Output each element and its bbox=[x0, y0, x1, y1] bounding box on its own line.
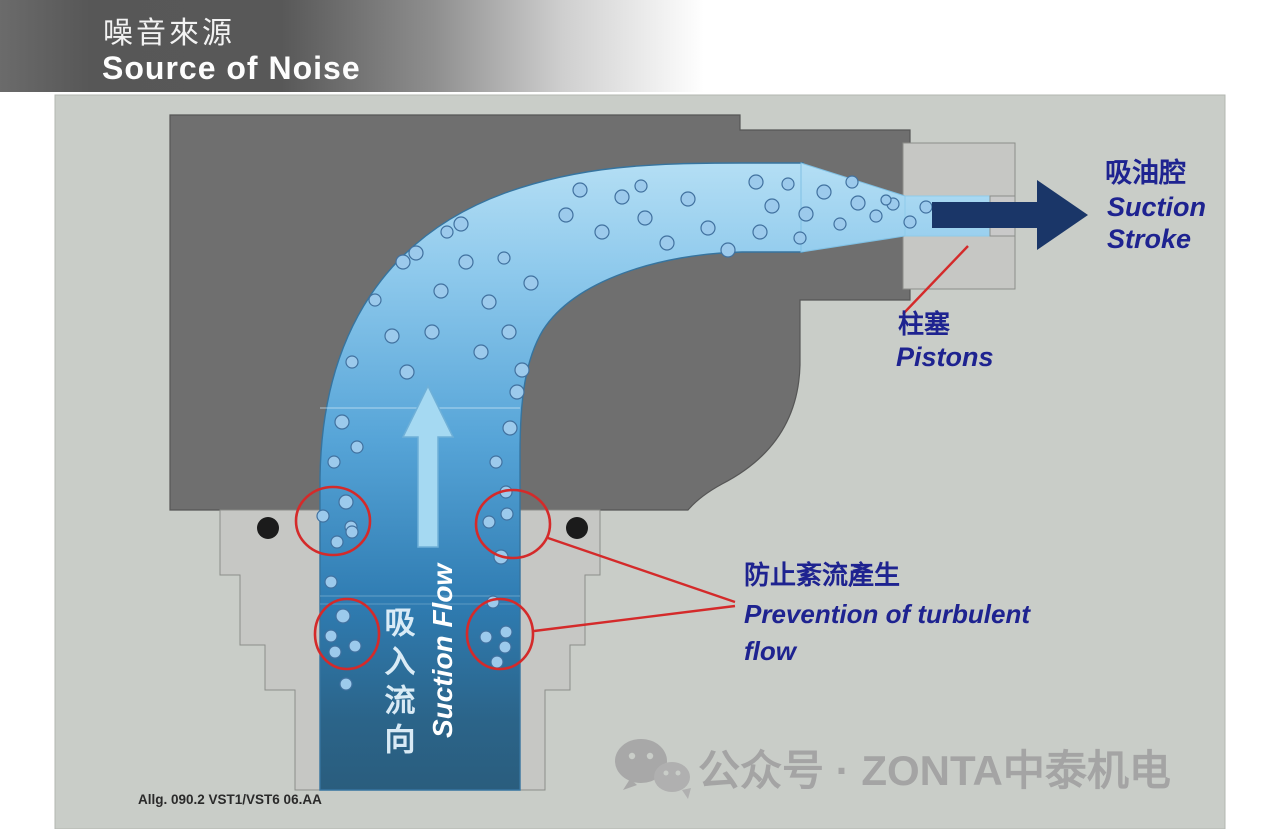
piston-sleeve-top bbox=[902, 142, 1016, 197]
suction-flow-label-en: Suction Flow bbox=[427, 562, 458, 738]
bubble bbox=[324, 629, 338, 643]
watermark-text: 公众号 · ZONTA中泰机电 bbox=[698, 747, 1171, 794]
bubble bbox=[339, 677, 353, 691]
suction-stroke-label-line1: Suction bbox=[1107, 192, 1206, 222]
bubble bbox=[338, 494, 354, 510]
highlight-circle-bottom-right bbox=[465, 597, 535, 671]
turbulence-label-zh: 防止紊流產生 bbox=[744, 560, 900, 590]
bubble bbox=[781, 177, 795, 191]
bubble bbox=[481, 294, 497, 310]
bubble bbox=[458, 254, 474, 270]
bubble bbox=[328, 645, 342, 659]
bubble bbox=[680, 191, 696, 207]
suction-channel bbox=[319, 162, 804, 791]
bubble bbox=[634, 179, 648, 193]
bubble bbox=[509, 384, 525, 400]
bubble bbox=[869, 209, 883, 223]
bubble bbox=[850, 195, 866, 211]
slide-header: 噪音來源 Source of Noise bbox=[0, 0, 1280, 92]
bubble bbox=[324, 575, 338, 589]
bubble bbox=[594, 224, 610, 240]
slide-title-zh: 噪音來源 bbox=[103, 16, 235, 51]
bubble bbox=[499, 625, 513, 639]
bubble bbox=[903, 215, 917, 229]
doc-reference: Allg. 090.2 VST1/VST6 06.AA bbox=[138, 792, 322, 807]
highlight-circle-bottom-left bbox=[313, 597, 381, 671]
bubble bbox=[453, 216, 469, 232]
bubble bbox=[350, 440, 364, 454]
suction-stroke-arrow bbox=[932, 180, 1088, 250]
bubble bbox=[384, 328, 400, 344]
bubble bbox=[501, 324, 517, 340]
bubble bbox=[764, 198, 780, 214]
bubble bbox=[752, 224, 768, 240]
flow-bubbles bbox=[316, 174, 965, 691]
pistons-label-en: Pistons bbox=[896, 342, 994, 372]
turbulence-label-en-line1: Prevention of turbulent bbox=[744, 599, 1031, 629]
suction-chamber-label-zh: 吸油腔 bbox=[1105, 158, 1186, 188]
piston-sleeve-bottom bbox=[902, 235, 1016, 290]
bubble bbox=[482, 515, 496, 529]
bubble bbox=[558, 207, 574, 223]
bubble bbox=[345, 355, 359, 369]
bubble bbox=[335, 608, 351, 624]
bubble bbox=[919, 200, 933, 214]
bubble bbox=[845, 175, 859, 189]
bubble bbox=[514, 362, 530, 378]
suction-stroke-label-line2: Stroke bbox=[1107, 224, 1191, 254]
leader-line-piston bbox=[902, 245, 969, 315]
bubble bbox=[348, 639, 362, 653]
bubble bbox=[408, 245, 424, 261]
slide-title-en: Source of Noise bbox=[102, 50, 361, 86]
bubble bbox=[833, 217, 847, 231]
bubble bbox=[334, 414, 350, 430]
bubble bbox=[327, 455, 341, 469]
bubble bbox=[433, 283, 449, 299]
bubble bbox=[497, 251, 511, 265]
bubble bbox=[473, 344, 489, 360]
bubble bbox=[490, 655, 504, 669]
bubble bbox=[500, 507, 514, 521]
flow-direction-arrow-up bbox=[401, 384, 455, 548]
highlight-circle-top-left bbox=[294, 485, 372, 557]
bubble bbox=[395, 254, 411, 270]
bubble bbox=[502, 420, 518, 436]
suction-flow-label-zh: 吸入流向 bbox=[380, 606, 416, 762]
bubble bbox=[479, 630, 493, 644]
bubble bbox=[659, 235, 675, 251]
bubble bbox=[498, 640, 512, 654]
bubble bbox=[637, 210, 653, 226]
bubble bbox=[572, 182, 588, 198]
bubble bbox=[399, 364, 415, 380]
bubble bbox=[798, 206, 814, 222]
bubble bbox=[748, 174, 764, 190]
leader-line-turbulence-1 bbox=[547, 536, 736, 604]
o-ring-right bbox=[566, 517, 588, 539]
bubble bbox=[614, 189, 630, 205]
bubble bbox=[345, 525, 359, 539]
turbulence-label-en-line2: flow bbox=[744, 636, 798, 666]
bubble bbox=[330, 535, 344, 549]
wechat-icon bbox=[615, 739, 691, 799]
bubble bbox=[793, 231, 807, 245]
bubble bbox=[368, 293, 382, 307]
bubble bbox=[700, 220, 716, 236]
bubble bbox=[440, 225, 454, 239]
bubble bbox=[720, 242, 736, 258]
bubble bbox=[424, 324, 440, 340]
o-ring-left bbox=[257, 517, 279, 539]
highlight-circle-top-right bbox=[474, 488, 552, 560]
bubble bbox=[880, 194, 892, 206]
bubble bbox=[489, 455, 503, 469]
leader-line-turbulence-2 bbox=[533, 604, 736, 633]
bubble bbox=[816, 184, 832, 200]
pistons-label-zh: 柱塞 bbox=[898, 309, 950, 339]
bubble bbox=[316, 509, 330, 523]
bubble bbox=[523, 275, 539, 291]
